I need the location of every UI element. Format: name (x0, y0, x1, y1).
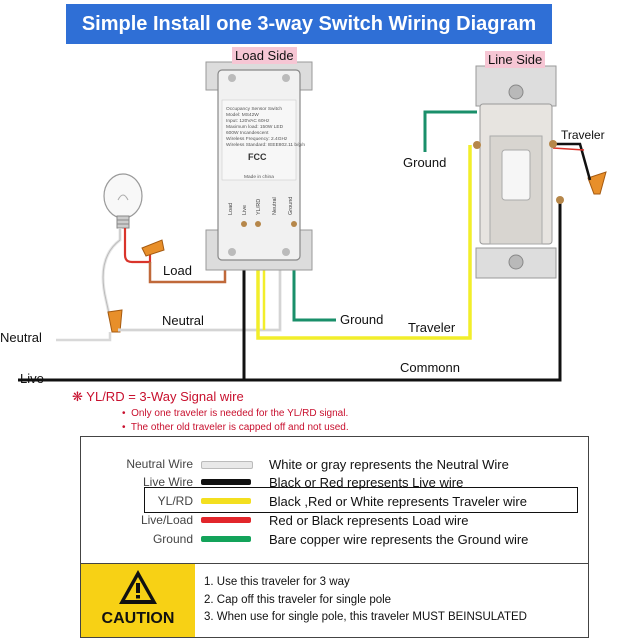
legend-row: Ground Bare copper wire represents the G… (81, 530, 588, 549)
caution-line: 2. Cap off this traveler for single pole (204, 594, 392, 606)
wire-color-legend: Neutral Wire White or gray represents th… (80, 436, 589, 638)
terminal-label: Neutral (272, 197, 278, 215)
legend-divider (80, 563, 589, 564)
terminal-label: YL/RD (256, 199, 262, 215)
traveler-wire (256, 145, 472, 340)
device-ground-label: Ground (340, 312, 384, 327)
caution-line: 3. When use for single pole, this travel… (204, 611, 527, 623)
neutral-wire-label: Neutral (162, 313, 204, 328)
signal-note-heading: ❋ YL/RD = 3-Way Signal wire (72, 389, 244, 405)
device-spec-line: Occupancy Sensor Switch (226, 106, 282, 112)
caution-panel: CAUTION (81, 564, 195, 637)
terminal-label: Live (242, 205, 248, 215)
signal-note-bullet-text: The other old traveler is capped off and… (130, 422, 349, 433)
live-wire (18, 200, 562, 382)
terminal-label: Load (228, 203, 234, 215)
legend-desc: Red or Black represents Load wire (269, 513, 469, 528)
wire-nut-traveler (587, 171, 607, 195)
signal-note-text: YL/RD = 3-Way Signal wire (86, 389, 244, 404)
device-spec-line: 600W Incandescent (226, 130, 269, 136)
wire-nut-load (141, 239, 165, 257)
occupancy-sensor-switch (205, 61, 313, 271)
live-left-label: Live (20, 371, 44, 386)
legend-name: Live Wire (142, 475, 193, 489)
made-in-text: Made in china (244, 174, 274, 180)
fcc-mark: FCC (248, 152, 267, 162)
device-terminal-labels: Load Live YL/RD Neutral Ground (228, 197, 294, 215)
signal-note-bullet-text: Only one traveler is needed for the YL/R… (131, 408, 349, 419)
legend-swatch (201, 517, 251, 523)
legend-swatch (201, 498, 251, 504)
page-title: Simple Install one 3-way Switch Wiring D… (81, 12, 537, 35)
legend-desc: Bare copper wire represents the Ground w… (269, 532, 529, 547)
legend-swatch (201, 536, 251, 542)
wire-nut-neutral (107, 309, 123, 333)
legend-desc: Black or Red represents Live wire (269, 475, 464, 490)
legend-name: Live/Load (140, 513, 193, 527)
load-side-tag: Load Side (232, 47, 297, 64)
title-bar: Simple Install one 3-way Switch Wiring D… (66, 4, 552, 44)
line-side-tag: Line Side (485, 51, 546, 68)
legend-desc: Black ,Red or White represents Traveler … (269, 494, 527, 509)
legend-row: YL/RD Black ,Red or White represents Tra… (81, 492, 588, 511)
legend-name: Neutral Wire (126, 457, 193, 471)
legend-swatch (201, 479, 251, 485)
device-spec-line: Maximum load: 150W LED (226, 124, 284, 130)
legend-row: Live/Load Red or Black represents Load w… (81, 511, 588, 530)
device-spec-line: Wireless Frequency: 2.4GHz (226, 136, 288, 142)
asterisk-icon: ❋ (72, 389, 83, 404)
terminal-label: Ground (288, 197, 294, 215)
legend-row: Live Wire Black or Red represents Live w… (81, 473, 588, 492)
common-wire-label: Commonn (400, 360, 460, 375)
neutral-left-wire (56, 332, 112, 342)
load-wire-label: Load (163, 263, 192, 278)
traveler-right-label: Traveler (561, 128, 605, 142)
bulb-red-wire (123, 228, 152, 264)
three-way-switch (473, 65, 564, 279)
device-spec-line: Input: 120VAC 60Hz (226, 118, 270, 124)
legend-swatch (201, 461, 253, 469)
warning-icon (119, 570, 157, 604)
light-bulb-icon (103, 173, 143, 229)
device-spec-line: Wireless Standard: IEEE802.11 b/g/n (226, 142, 305, 148)
switch-ground-wire (423, 110, 477, 152)
legend-row: Neutral Wire White or gray represents th… (81, 455, 588, 474)
caution-line: 1. Use this traveler for 3 way (204, 576, 350, 588)
legend-desc: White or gray represents the Neutral Wir… (269, 457, 509, 472)
device-spec-line: Model: MS42W (226, 112, 259, 118)
traveler-bottom-label: Traveler (408, 320, 456, 335)
signal-note-bullet: • The other old traveler is capped off a… (122, 422, 349, 433)
legend-name: Ground (152, 532, 193, 546)
signal-note-bullet: • Only one traveler is needed for the YL… (122, 408, 349, 419)
switch-ground-label: Ground (403, 155, 447, 170)
yl-rd-highlight-box (144, 487, 578, 513)
legend-name: YL/RD (157, 494, 193, 508)
neutral-left-label: Neutral (0, 330, 42, 345)
right-traveler-wire (553, 142, 592, 181)
caution-label: CAUTION (101, 610, 175, 627)
